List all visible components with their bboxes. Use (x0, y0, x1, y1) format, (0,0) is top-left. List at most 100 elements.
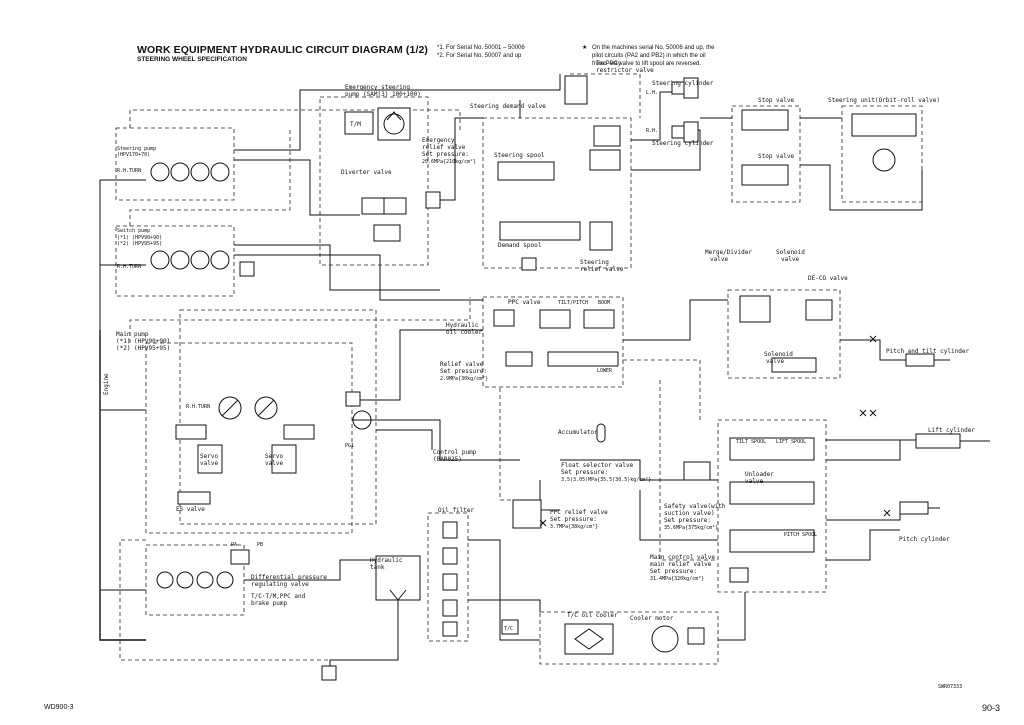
steering-relief-label-2: relief valve (580, 266, 624, 273)
safety-valve-value: 35.6MPa{375kg/cm²} (664, 525, 718, 531)
stop-valve-bottom-label: Stop valve (758, 153, 795, 160)
cooler-motor-label: Cooler motor (630, 615, 674, 622)
to-pitch-tilt-cyl (840, 339, 910, 361)
steering-pump-group (150, 162, 255, 277)
tc-oil-cooler-label: T/C oil cooler (567, 612, 618, 619)
main-pump-group (175, 391, 372, 505)
solenoid-mid-label-2: valve (766, 358, 784, 365)
footer-page-number: 90-3 (982, 703, 1001, 713)
pilot-line-6 (499, 388, 520, 501)
main-pump-frame (145, 342, 353, 534)
merge-solenoid-group (739, 295, 833, 373)
switch-pump-label: Switch pump (117, 228, 150, 234)
star-note-mark: ★ (582, 45, 588, 51)
servo-valve-right-label: Servo (265, 453, 283, 460)
emergency-pump-symbol (377, 107, 411, 141)
tc-tm-ppc-pump-label-2: brake pump (251, 600, 288, 607)
tilt-pitch-label: TILT/PITCH (558, 300, 588, 306)
tc-oil-cooler-frame (539, 611, 719, 665)
main-relief-set: Set pressure: (650, 568, 697, 575)
main-pump-to-ppc (352, 329, 483, 401)
ppc-valve-group (493, 309, 619, 367)
float-selector-label: Float selector valve (561, 462, 634, 469)
steering-cylinders (671, 77, 699, 143)
es-valve-label: ES valve (176, 506, 205, 513)
main-control-valve-label: Main control valve (650, 554, 715, 561)
star-note-line-3: from PPC valve to lift spool are reverse… (592, 61, 702, 67)
control-pump-model: (BAR025) (433, 456, 462, 463)
ppc-valve-frame (482, 296, 624, 388)
switch-pump-model-2: (*2) (HPV95+95) (117, 241, 162, 247)
oil-filter-label: Oil filter (438, 507, 475, 514)
tank-drain (329, 600, 399, 670)
tc-label: T/C (504, 626, 513, 632)
emergency-relief-value: 20.6MPa{210kg/cm²} (422, 159, 476, 165)
serial-note-1: *1. For Serial No. 50001 – 50006 (437, 45, 525, 51)
test-port-symbol (321, 665, 337, 681)
tc-pump-group (156, 549, 250, 589)
steering-demand-group (497, 75, 621, 271)
solenoid-mid-label: Solenoid (764, 351, 793, 358)
pb-label: PB (257, 542, 263, 548)
steering-demand-valve-label: Steering demand valve (470, 103, 546, 110)
main-control-spools (683, 437, 815, 583)
safety-valve-set: Set pressure: (664, 517, 711, 524)
servo-valve-left-label: Servo (200, 453, 218, 460)
pilot-line-7 (119, 539, 330, 661)
tm-box (344, 111, 374, 135)
ppc-valve-label: PPC valve (508, 299, 541, 306)
tc-tm-ppc-pump-label: T/C·T/M,PPC and (251, 593, 306, 600)
steering-pump-frame (115, 127, 235, 201)
accumulator-label: Accumulator (558, 429, 598, 436)
merge-divider-label-2: valve (710, 256, 728, 263)
emergency-pump-circle (383, 113, 405, 135)
filter-drain (468, 599, 541, 612)
steering-pump-model: (HPV170+70) (117, 152, 150, 158)
pilot-line-4 (623, 359, 701, 420)
lh-label-1: L.H. (646, 90, 658, 96)
diverter-valve-block-a (361, 197, 385, 215)
pitch-cyl-return (826, 529, 900, 561)
switch-pump-model-1: (*1) (HPV90+90) (117, 235, 162, 241)
switch-pump-delivery (234, 244, 440, 291)
diagram-subtitle: STEERING WHEEL SPECIFICATION (137, 56, 247, 63)
serial-note-2: *2. For Serial No. 50007 and up (437, 53, 522, 59)
hydraulic-oil-cooler-label: Hydraulic (446, 322, 479, 329)
main-pump-model-1: (*1) (HPV90+90) (116, 338, 170, 345)
lift-cyl-return (826, 440, 901, 461)
main-relief-label: main relief valve (650, 561, 712, 568)
diagram-title: WORK EQUIPMENT HYDRAULIC CIRCUIT DIAGRAM… (137, 44, 429, 56)
steering-cylinder-bottom-label: Steering cylinder (652, 140, 714, 147)
ppc-relief-set: Set pressure: (550, 516, 597, 523)
stop-valve-top-label: Stop valve (758, 97, 795, 104)
tilt-spool-label: TILT SPOOL (736, 439, 766, 445)
engine-shaft-line (99, 330, 146, 641)
de-co-valve-label: DE-CO valve (808, 275, 848, 282)
safety-valve-label-2: suction valve) (664, 510, 715, 517)
tc-cooler-group (501, 619, 705, 655)
steering-cylinder-top-label: Steering cylinder (652, 80, 714, 87)
pitch-tilt-cylinder-label: Pitch and tilt cylinder (886, 348, 969, 355)
r-h-turn-1: R.H.TURN (117, 168, 141, 174)
tank-strainer (389, 589, 407, 601)
pump-regulator-frame (179, 309, 377, 525)
r-h-turn-2: R.H.TURN (117, 264, 141, 270)
steering-cyl-line-a (631, 91, 680, 141)
differential-pressure-label-2: regulating valve (251, 581, 309, 588)
pilot-line-3 (129, 297, 471, 343)
lift-cylinder-label: Lift cylinder (928, 427, 975, 434)
steering-unit-label: Steering unit(Orbit-roll valve) (828, 97, 940, 104)
pg1-label: PG1 (345, 443, 354, 449)
cylinders-right (899, 353, 990, 515)
star-note-line-2: pilot circuits (PA2 and PB2) in which th… (592, 53, 706, 59)
control-pump-label: Control pump (433, 449, 477, 456)
ppc-relief-feed (539, 480, 560, 511)
to-main-control (560, 459, 718, 481)
r-h-turn-3: R.H.TURN (186, 404, 210, 410)
footer-model: WD900-3 (44, 704, 74, 711)
steering-demand-valve-frame (482, 117, 632, 269)
stop-valve-frame (731, 105, 801, 203)
main-pump-delivery (352, 419, 520, 461)
servo-valve-left-label-2: valve (200, 460, 218, 467)
